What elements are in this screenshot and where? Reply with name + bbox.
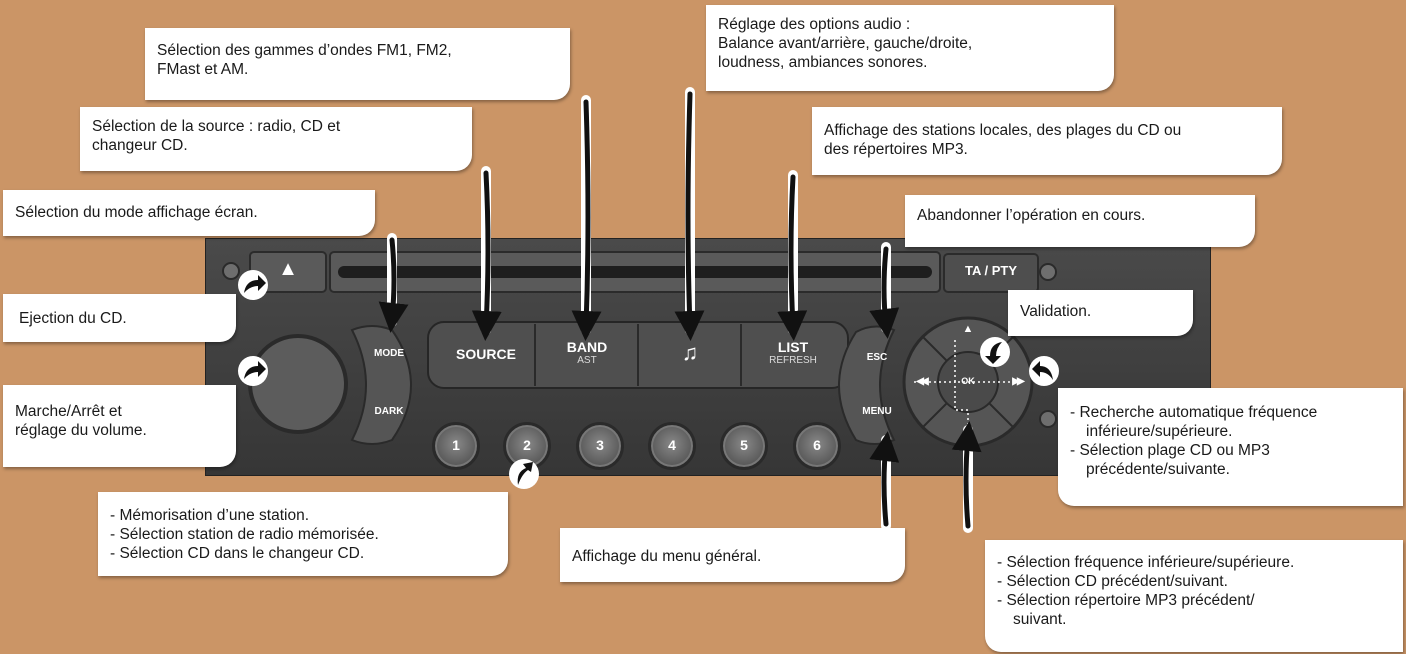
curved-arrow-icon	[238, 356, 268, 386]
callout-text: Ejection du CD.	[19, 310, 127, 327]
audio-button[interactable]: ♫	[640, 340, 740, 366]
callout-text: précédente/suivante.	[1086, 461, 1230, 478]
list-button[interactable]: LIST REFRESH	[743, 339, 843, 367]
callout-text: Sélection du mode affichage écran.	[15, 204, 258, 221]
leader-menu-inner	[869, 431, 900, 527]
callout-text: - Sélection station de radio mémorisée.	[110, 526, 379, 543]
callout-audio: Réglage des options audio : Balance avan…	[706, 5, 1114, 91]
esc-menu-rocker-shape	[838, 325, 896, 445]
callout-text: Validation.	[1020, 303, 1092, 320]
callout-text: - Sélection CD dans le changeur CD.	[110, 545, 365, 562]
callout-band: Sélection des gammes d’ondes FM1, FM2, F…	[145, 28, 570, 100]
leader-esc-inner	[869, 246, 900, 339]
callout-seek: - Recherche automatique fréquence inféri…	[1058, 388, 1403, 506]
band-label: BAND	[566, 339, 608, 355]
callout-text: - Sélection plage CD ou MP3	[1070, 442, 1270, 459]
preset-button-5[interactable]: 5	[720, 422, 768, 470]
curved-arrow-icon	[1029, 356, 1059, 386]
eject-button[interactable]: ▲	[250, 258, 326, 281]
preset-button-3[interactable]: 3	[576, 422, 624, 470]
screw	[1039, 263, 1057, 281]
callout-esc: Abandonner l’opération en cours.	[905, 195, 1255, 247]
leader-band-inner	[571, 99, 602, 341]
callout-text: - Recherche automatique fréquence	[1070, 404, 1318, 421]
callout-text: Affichage des stations locales, des plag…	[824, 122, 1182, 139]
band-sub-label: AST	[577, 355, 597, 366]
callout-text: loudness, ambiances sonores.	[718, 54, 928, 71]
eject-icon: ▲	[278, 258, 298, 280]
list-sub-label: REFRESH	[769, 355, 817, 366]
callout-mode: Sélection du mode affichage écran.	[3, 190, 375, 236]
leader-source-inner	[471, 170, 502, 341]
callout-text: - Mémorisation d’une station.	[110, 507, 310, 524]
preset-button-1[interactable]: 1	[432, 422, 480, 470]
callout-text: FMast et AM.	[157, 61, 249, 78]
preset-button-6[interactable]: 6	[793, 422, 841, 470]
callout-menu: Affichage du menu général.	[560, 528, 905, 582]
callout-text: - Sélection fréquence inférieure/supérie…	[997, 554, 1295, 571]
curved-arrow-icon	[509, 459, 539, 489]
callout-text: Abandonner l’opération en cours.	[917, 207, 1146, 224]
mode-button[interactable]: MODE	[374, 348, 404, 359]
ok-button[interactable]: OK	[961, 376, 975, 386]
callout-text: - Sélection répertoire MP3 précédent/	[997, 592, 1255, 609]
callout-text: Réglage des options audio :	[718, 16, 911, 33]
nav-up-button[interactable]: ▲	[962, 323, 974, 335]
leader-mode-inner	[378, 237, 409, 333]
callout-eject: Ejection du CD.	[3, 294, 236, 342]
callout-text: Affichage du menu général.	[572, 548, 762, 565]
ta-pty-button-shape	[943, 253, 1039, 293]
leader-list-inner	[777, 174, 808, 341]
screw	[1039, 410, 1057, 428]
callout-text: - Sélection CD précédent/suivant.	[997, 573, 1228, 590]
callout-text: réglage du volume.	[15, 422, 147, 439]
callout-text: Sélection de la source : radio, CD et	[92, 118, 341, 135]
nav-prev-button[interactable]: ◀◀	[916, 376, 928, 387]
callout-text: changeur CD.	[92, 137, 188, 154]
dark-button[interactable]: DARK	[374, 406, 404, 417]
menu-button[interactable]: MENU	[862, 406, 892, 417]
leader-down-inner	[951, 421, 982, 529]
callout-list: Affichage des stations locales, des plag…	[812, 107, 1282, 175]
source-button[interactable]: SOURCE	[456, 346, 516, 362]
list-label: LIST	[777, 339, 809, 355]
callout-source: Sélection de la source : radio, CD et ch…	[80, 107, 472, 171]
music-note-icon: ♫	[681, 340, 699, 365]
callout-power: Marche/Arrêt et réglage du volume.	[3, 385, 236, 467]
callout-ok: Validation.	[1008, 290, 1193, 336]
band-button[interactable]: BAND AST	[537, 339, 637, 367]
curved-arrow-icon	[980, 337, 1010, 367]
leader-audio-inner	[674, 91, 705, 341]
screw	[222, 262, 240, 280]
callout-text: suivant.	[1013, 611, 1067, 628]
callout-text: Balance avant/arrière, gauche/droite,	[718, 35, 973, 52]
curved-arrow-icon	[238, 270, 268, 300]
callout-text: inférieure/supérieure.	[1086, 423, 1233, 440]
callout-presets: - Mémorisation d’une station. - Sélectio…	[98, 492, 508, 576]
callout-text: Sélection des gammes d’ondes FM1, FM2,	[157, 42, 452, 59]
callout-text: des répertoires MP3.	[824, 141, 968, 158]
preset-button-4[interactable]: 4	[648, 422, 696, 470]
nav-next-button[interactable]: ▶▶	[1012, 376, 1024, 387]
callout-updown: - Sélection fréquence inférieure/supérie…	[985, 540, 1403, 652]
callout-text: Marche/Arrêt et	[15, 403, 122, 420]
esc-button[interactable]: ESC	[866, 352, 888, 363]
ta-pty-button[interactable]: TA / PTY	[965, 263, 1017, 278]
